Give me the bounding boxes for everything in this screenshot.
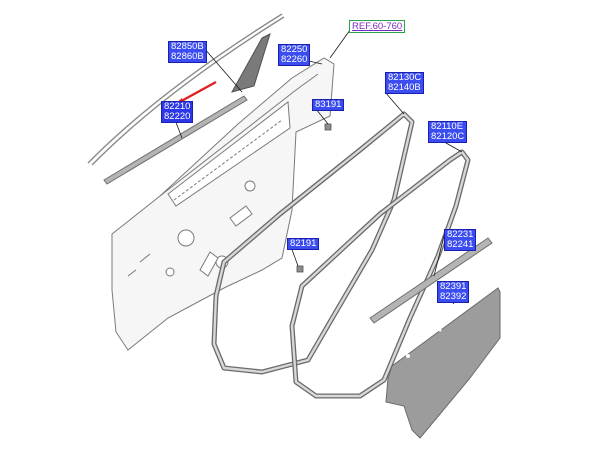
clip-part-upper <box>324 123 332 131</box>
callout-line: 82860B <box>171 51 204 62</box>
clip-part-lower <box>296 265 304 273</box>
callout-body-seal[interactable]: 82110E 82120C <box>428 121 468 143</box>
callout-line: 82110E <box>431 121 464 132</box>
inner-belt-weatherstrip <box>103 95 248 185</box>
trim-strip <box>369 237 493 324</box>
callout-line: 82241 <box>447 239 474 250</box>
callout-line: 82260 <box>281 54 308 65</box>
callout-line: 82231 <box>447 229 474 240</box>
callout-outer-belt[interactable]: 82850B 82860B <box>168 41 207 63</box>
callout-line: 82250 <box>281 44 308 55</box>
outer-belt-molding <box>87 13 285 166</box>
delta-cover <box>230 33 271 93</box>
callout-clip-lower[interactable]: 82191 <box>287 238 320 250</box>
callout-line: 82850B <box>171 41 204 52</box>
door-panel <box>111 57 335 351</box>
callout-door-seal[interactable]: 82130C 82140B <box>385 72 425 94</box>
door-weatherstrip <box>211 111 415 375</box>
reference-link[interactable]: REF.60-760 <box>349 20 406 33</box>
callout-line: 82391 <box>440 281 467 292</box>
callout-trim-strip[interactable]: 82231 82241 <box>444 229 477 251</box>
callout-line: 82120C <box>431 131 465 142</box>
callout-line: 82191 <box>290 238 317 249</box>
callout-clip-upper[interactable]: 83191 <box>312 99 345 111</box>
vapor-barrier-panel <box>385 287 501 439</box>
callout-line: 83191 <box>315 99 342 110</box>
callout-inner-belt[interactable]: 82210 82220 <box>161 101 194 123</box>
callout-line: 82210 <box>164 101 191 112</box>
callout-line: 82220 <box>164 111 191 122</box>
callout-line: 82140B <box>388 82 421 93</box>
callout-vapor-barrier[interactable]: 82391 82392 <box>437 281 470 303</box>
callout-line: 82392 <box>440 291 467 302</box>
callout-line: 82130C <box>388 72 422 83</box>
callout-frame-seal[interactable]: 82250 82260 <box>278 44 311 66</box>
